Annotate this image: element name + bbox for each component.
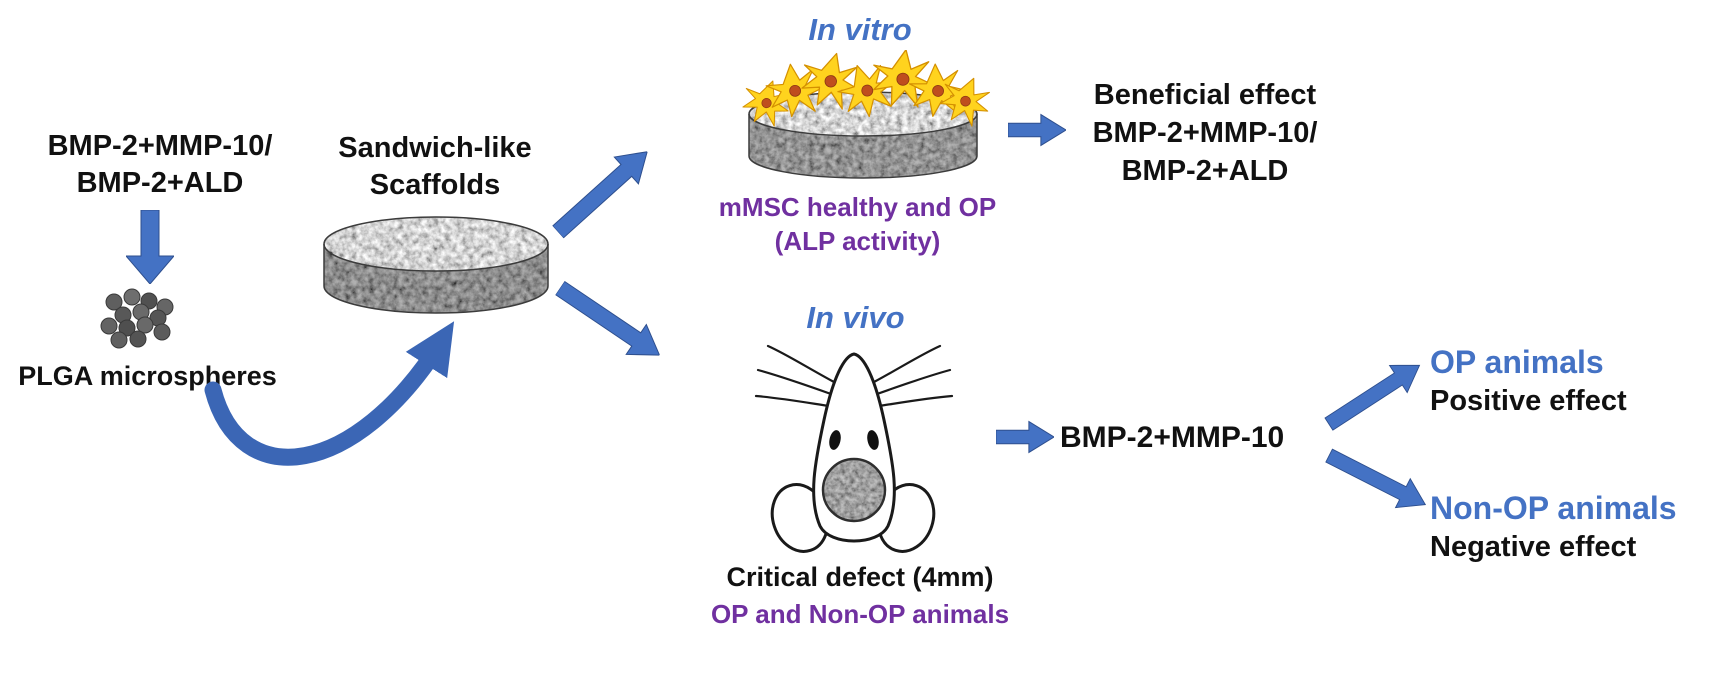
mouse-head-image: [754, 344, 954, 553]
op-outcome-arrow-icon: [1324, 364, 1421, 431]
defect-icon: [821, 457, 887, 523]
op-group-label: OP animals: [1430, 344, 1604, 380]
op-nonop-animals-label: OP and Non-OP animals: [710, 599, 1010, 629]
invivo-branch-arrow-icon: [554, 280, 661, 356]
treatment-label: BMP-2+MMP-10: [1060, 421, 1285, 454]
beneficial-line2: BMP-2+MMP-10/: [1092, 117, 1318, 149]
beneficial-effect-label: Beneficial effect BMP-2+MMP-10/ BMP-2+AL…: [1055, 76, 1355, 190]
scaffold-image: [323, 216, 549, 314]
eyes-icon: [829, 430, 879, 450]
down-arrow-icon: [126, 210, 174, 284]
curved-arrow-icon: [204, 321, 455, 466]
beneficial-line3: BMP-2+ALD: [1121, 155, 1289, 187]
scaffold-label: Sandwich-like Scaffolds: [295, 130, 575, 204]
whiskers-icon: [754, 344, 954, 408]
microspheres-label: PLGA microspheres: [18, 361, 277, 391]
invitro-cells-image: [736, 50, 994, 179]
treatment-arrow-icon: [996, 420, 1054, 454]
scaffold-label-line1: Sandwich-like: [338, 132, 532, 164]
nonop-outcome-group: Non-OP animals Negative effect: [1430, 488, 1730, 566]
factors-line2: BMP-2+ALD: [76, 167, 244, 199]
invivo-title: In vivo: [806, 300, 905, 335]
invitro-caption-line1: mMSC healthy and OP: [718, 192, 997, 222]
scaffold-label-line2: Scaffolds: [369, 169, 501, 201]
beneficial-line1: Beneficial effect: [1093, 79, 1317, 111]
invitro-title: In vitro: [808, 12, 912, 47]
factors-line1: BMP-2+MMP-10/: [47, 130, 273, 162]
invitro-caption: mMSC healthy and OP (ALP activity): [685, 190, 1030, 258]
invitro-caption-line2: (ALP activity): [774, 226, 941, 256]
critical-defect-label: Critical defect (4mm): [726, 562, 994, 592]
invitro-branch-arrow-icon: [551, 151, 648, 239]
beneficial-arrow-icon: [1008, 113, 1066, 147]
nonop-effect-label: Negative effect: [1430, 531, 1637, 563]
microspheres-icon: [100, 288, 174, 349]
op-outcome-group: OP animals Positive effect: [1430, 342, 1720, 420]
nonop-group-label: Non-OP animals: [1430, 490, 1677, 526]
nonop-outcome-arrow-icon: [1325, 448, 1427, 509]
factors-label: BMP-2+MMP-10/ BMP-2+ALD: [10, 128, 310, 202]
op-effect-label: Positive effect: [1430, 385, 1627, 417]
